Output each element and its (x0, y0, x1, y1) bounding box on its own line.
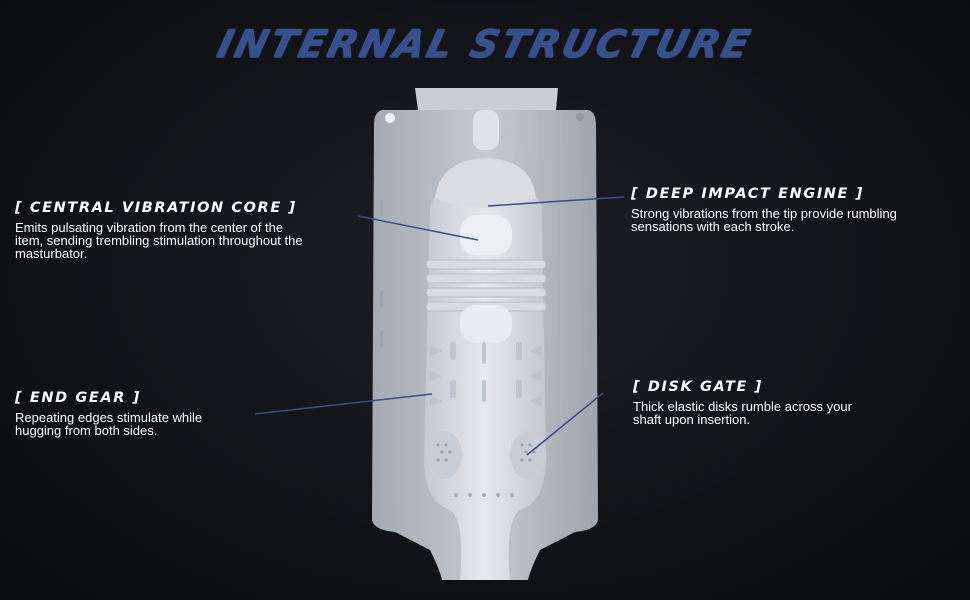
deep-impact-engine-label: [ DEEP IMPACT ENGINE ] (631, 186, 864, 202)
deep-impact-engine-description: Strong vibrations from the tip provide r… (631, 207, 897, 233)
desc-line: Emits pulsating vibration from the cente… (15, 220, 284, 235)
desc-line: shaft upon insertion. (633, 412, 751, 427)
central-vibration-core-label: [ CENTRAL VIBRATION CORE ] (15, 200, 297, 216)
disk-gate-label: [ DISK GATE ] (633, 379, 763, 395)
desc-line: masturbator. (15, 246, 88, 261)
desc-line: item, sending trembling stimulation thro… (15, 233, 303, 248)
desc-line: Repeating edges stimulate while (15, 410, 203, 425)
desc-line: hugging from both sides. (15, 423, 158, 438)
desc-line: Thick elastic disks rumble across your (633, 399, 852, 414)
disk-gate-description: Thick elastic disks rumble across your s… (633, 400, 852, 426)
page-title: INTERNAL STRUCTURE (212, 22, 758, 66)
desc-line: Strong vibrations from the tip provide r… (631, 206, 897, 221)
desc-line: sensations with each stroke. (631, 219, 795, 234)
end-gear-description: Repeating edges stimulate while hugging … (15, 411, 202, 437)
end-gear-label: [ END GEAR ] (15, 390, 141, 406)
central-vibration-core-description: Emits pulsating vibration from the cente… (15, 221, 303, 260)
product-cross-section-image (372, 88, 598, 580)
